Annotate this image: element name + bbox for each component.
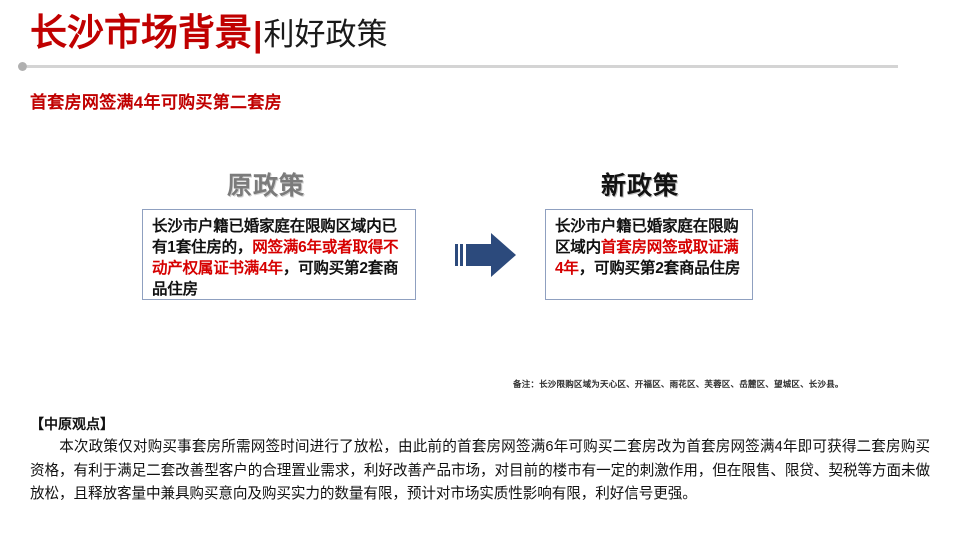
page-title-main: 长沙市场背景	[30, 12, 252, 53]
old-policy-header: 原政策	[227, 172, 306, 200]
footnote-text: 备注：长沙限购区域为天心区、开福区、雨花区、芙蓉区、岳麓区、望城区、长沙县。	[513, 379, 844, 389]
old-policy-box: 长沙市户籍已婚家庭在限购区域内已有1套住房的，网签满6年或者取得不动产权属证书满…	[142, 209, 416, 300]
old-policy-text-part-0: 长沙市户籍已婚家庭在限购区域内已有1套住房的，	[152, 218, 397, 256]
header-divider	[18, 62, 898, 71]
new-policy-text-part-2: ，可购买第2套商品住房	[578, 260, 741, 277]
commentary-body: 本次政策仅对购买事套房所需网签时间进行了放松，由此前的首套房网签满6年可购买二套…	[30, 439, 930, 502]
page-title-sub: 利好政策	[263, 17, 388, 52]
title-separator: |	[253, 16, 263, 54]
right-arrow-icon	[455, 232, 517, 278]
old-policy-text-highlight: 网签满6年或者取得不动产权属证书满4年	[152, 239, 399, 277]
divider-line	[27, 65, 898, 68]
page-title: 长沙市场背景 | 利好政策	[30, 12, 388, 54]
old-policy-text-part-2: ，可购买第2套商品住房	[152, 260, 399, 298]
divider-dot-icon	[18, 62, 27, 71]
commentary-block: 【中原观点】 本次政策仅对购买事套房所需网签时间进行了放松，由此前的首套房网签满…	[30, 414, 930, 507]
commentary-heading: 【中原观点】	[30, 416, 114, 432]
new-policy-text-highlight: 首套房网签或取证满4年	[555, 239, 739, 277]
new-policy-header: 新政策	[601, 172, 680, 200]
section-subtitle: 首套房网签满4年可购买第二套房	[30, 93, 282, 112]
new-policy-box: 长沙市户籍已婚家庭在限购区域内首套房网签或取证满4年，可购买第2套商品住房	[545, 209, 753, 300]
new-policy-text-part-0: 长沙市户籍已婚家庭在限购区域内	[555, 218, 739, 256]
